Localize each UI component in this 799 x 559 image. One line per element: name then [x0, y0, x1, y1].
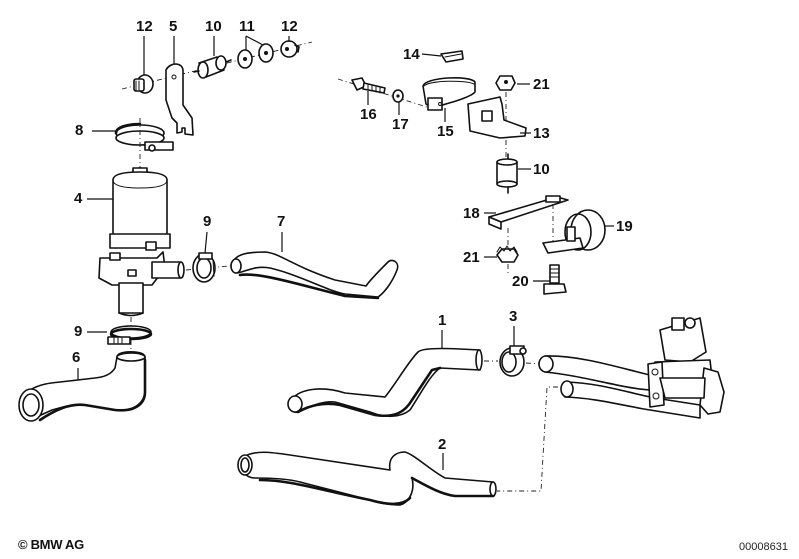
callout-18: 18	[463, 205, 480, 222]
washers-11-icon	[237, 43, 274, 69]
bolt-16-icon	[351, 77, 386, 94]
leader-lines	[77, 35, 614, 470]
nut-21-top-icon	[495, 75, 516, 160]
strap-clamp-15-icon	[422, 77, 476, 111]
nut-12-left-icon	[133, 74, 154, 94]
nut-12-right-icon	[280, 40, 300, 58]
washer-17-icon	[392, 89, 404, 103]
rubber-mount-10-right-icon	[496, 153, 518, 194]
callout-21-lower: 21	[463, 249, 480, 266]
hose-7-icon	[230, 251, 399, 300]
diagram-number: 00008631	[739, 541, 788, 553]
axis-line-2-valve	[497, 386, 558, 492]
clamp-8-icon	[114, 118, 174, 170]
callout-19: 19	[616, 218, 633, 235]
callout-10-top: 10	[205, 18, 222, 35]
callout-15: 15	[437, 123, 454, 140]
copyright-label: © BMW AG	[18, 537, 84, 552]
hose-clamp-3-icon	[499, 345, 527, 377]
callout-10-right: 10	[533, 161, 550, 178]
callout-16: 16	[360, 106, 377, 123]
axis-line-3-valve	[525, 362, 541, 365]
callout-5: 5	[169, 18, 178, 35]
nut-21-lower-icon	[496, 245, 519, 274]
hose-6-icon	[18, 350, 147, 422]
callout-1: 1	[438, 312, 447, 329]
water-pump-4-icon	[98, 167, 185, 330]
callout-12-right: 12	[281, 18, 298, 35]
callout-14: 14	[403, 46, 420, 63]
grommet-holder-19-icon	[542, 209, 606, 254]
callout-9-lower: 9	[74, 323, 83, 340]
hose-2-icon	[237, 451, 497, 506]
hose-clamp-9-lower-icon	[107, 325, 153, 356]
callout-20: 20	[512, 273, 529, 290]
callout-17: 17	[392, 116, 409, 133]
callout-13: 13	[533, 125, 550, 142]
clip-14-icon	[440, 50, 464, 63]
bolt-20-icon	[543, 264, 567, 295]
callout-3: 3	[509, 308, 518, 325]
callout-2: 2	[438, 436, 447, 453]
callout-9-upper: 9	[203, 213, 212, 230]
callout-11: 11	[239, 18, 255, 35]
bracket-13-icon	[467, 96, 527, 139]
hose-1-icon	[287, 347, 483, 418]
callout-7: 7	[277, 213, 286, 230]
rubber-mount-10-top-icon	[193, 55, 232, 79]
hose-clamp-9-upper-icon	[185, 252, 241, 283]
callout-8: 8	[75, 122, 84, 139]
water-valve-icon	[647, 317, 725, 415]
callout-4: 4	[74, 190, 83, 207]
callout-21-top: 21	[533, 76, 550, 93]
callout-12-left: 12	[136, 18, 153, 35]
bracket-5-icon	[165, 63, 194, 136]
callout-6: 6	[72, 349, 81, 366]
